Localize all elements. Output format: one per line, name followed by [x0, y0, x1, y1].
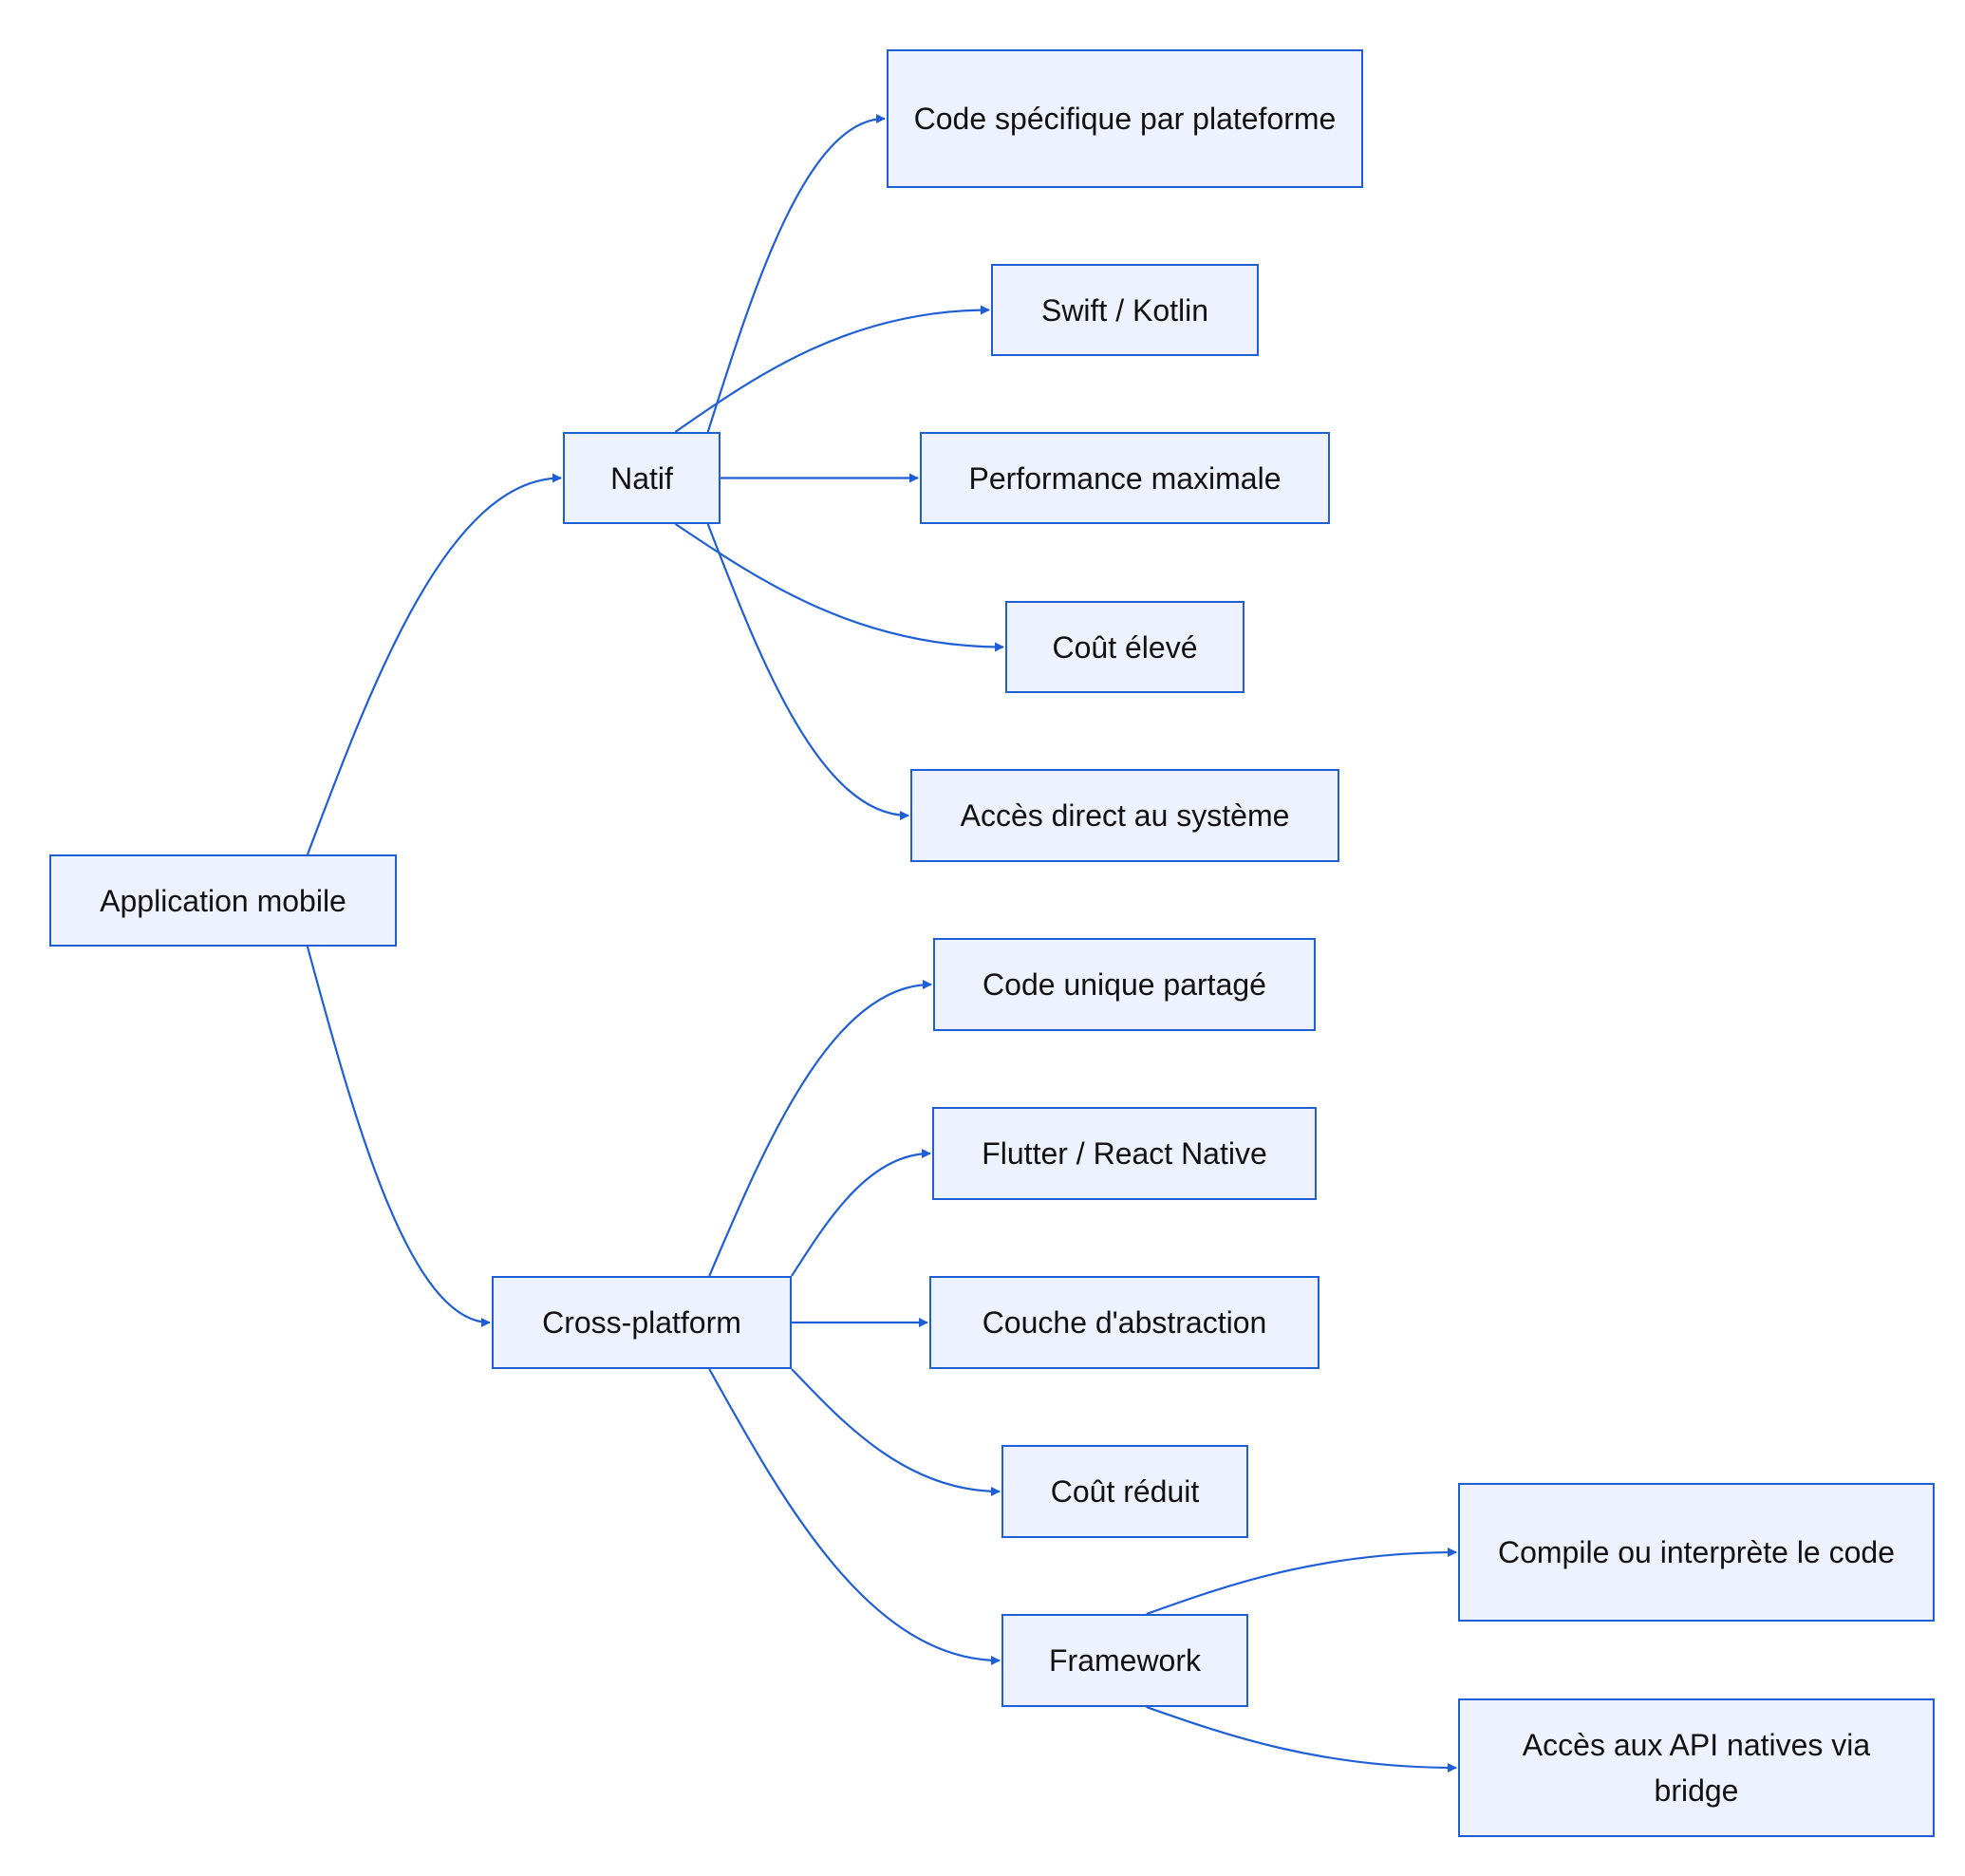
node-cout-eleve: Coût élevé [1005, 601, 1244, 693]
edge-natif-to-code_specifique [706, 114, 886, 433]
edge-cross_platform-to-cout_reduit [791, 1368, 1001, 1496]
edge-natif-to-swift_kotlin [674, 305, 990, 433]
node-couche-d-abstraction: Couche d'abstraction [929, 1276, 1319, 1369]
edge-root-to-cross_platform [306, 946, 491, 1327]
node-acces-aux-api-natives-via-bridge: Accès aux API natives via bridge [1458, 1698, 1935, 1837]
node-acces-direct-au-systeme: Accès direct au système [910, 769, 1339, 862]
node-cross-platform: Cross-platform [492, 1276, 792, 1369]
edge-root-to-natif [306, 473, 562, 855]
edge-framework-to-acces_api [1146, 1705, 1457, 1773]
node-cout-reduit: Coût réduit [1001, 1445, 1248, 1538]
edge-cross_platform-to-framework [708, 1368, 1001, 1665]
node-swift-kotlin: Swift / Kotlin [991, 264, 1259, 356]
node-code-specifique-par-plateforme: Code spécifique par plateforme [887, 49, 1363, 188]
node-performance-maximale: Performance maximale [920, 432, 1330, 524]
node-natif: Natif [563, 432, 720, 524]
edge-cross_platform-to-code_unique [708, 980, 932, 1277]
edge-natif-to-acces_direct [706, 523, 909, 820]
node-framework: Framework [1001, 1614, 1248, 1707]
node-code-unique-partage: Code unique partagé [933, 938, 1316, 1031]
node-flutter-react-native: Flutter / React Native [932, 1107, 1317, 1200]
node-application-mobile: Application mobile [49, 854, 397, 947]
edge-cross_platform-to-flutter_rn [791, 1149, 931, 1277]
edge-natif-to-cout_eleve [674, 523, 1004, 652]
node-compile-ou-interprete-le-code: Compile ou interprète le code [1458, 1483, 1935, 1622]
edge-framework-to-compile [1146, 1548, 1457, 1616]
